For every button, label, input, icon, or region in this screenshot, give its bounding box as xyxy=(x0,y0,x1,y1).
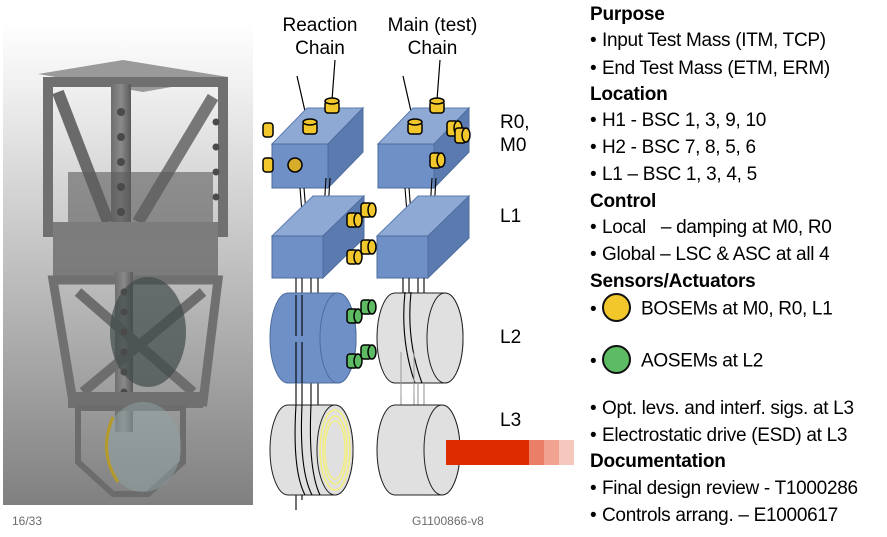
bullet-item: •Electrostatic drive (ESD) at L3 xyxy=(590,425,848,446)
bosem-icon xyxy=(346,212,363,228)
stage-label-m0: M0 xyxy=(500,135,527,156)
heading-control: Control xyxy=(590,191,657,212)
bosem-icon xyxy=(302,118,318,135)
bosem-icon xyxy=(360,239,377,255)
page-number: 16/33 xyxy=(12,514,43,528)
stage-label-r0: R0, xyxy=(500,112,530,133)
bullet-item: •End Test Mass (ETM, ERM) xyxy=(590,58,830,79)
bullet-item: •Controls arrang. – E1000617 xyxy=(590,505,838,526)
bullet-text: Electrostatic drive (ESD) at L3 xyxy=(602,425,848,446)
bullet-item: •L1 – BSC 1, 3, 4, 5 xyxy=(590,164,757,185)
heading-purpose: Purpose xyxy=(590,4,665,25)
bosem-icon xyxy=(429,152,446,169)
bosem-icon xyxy=(407,118,423,135)
laser-beam xyxy=(446,440,574,465)
bullet-item: •Input Test Mass (ITM, TCP) xyxy=(590,30,826,51)
bosem-icon xyxy=(454,127,471,144)
bullet-text: Local – damping at M0, R0 xyxy=(602,217,832,238)
wire xyxy=(331,59,336,101)
main-chain-label-line1: Main (test) xyxy=(387,15,478,36)
aosem-icon xyxy=(360,344,377,360)
stage-label-r0-m0: R0, M0 xyxy=(500,111,530,157)
legend-aosem: •AOSEMs at L2 xyxy=(590,345,764,374)
l2-main-mass xyxy=(376,291,464,395)
document-id: G1100866-v8 xyxy=(412,514,484,528)
bullet-text: Input Test Mass (ITM, TCP) xyxy=(602,30,826,51)
heading-sensors-actuators: Sensors/Actuators xyxy=(590,271,756,292)
legend-bosem: •BOSEMs at M0, R0, L1 xyxy=(590,293,833,322)
bosem-legend-icon xyxy=(602,293,631,322)
bullet-text: L1 – BSC 1, 3, 4, 5 xyxy=(602,164,757,185)
bullet-text: Final design review - T1000286 xyxy=(602,478,858,499)
bullet-item: •Local – damping at M0, R0 xyxy=(590,217,832,238)
l1-main-mass xyxy=(375,194,471,280)
suspension-photo xyxy=(3,22,253,505)
aosem-icon xyxy=(346,308,363,324)
stage-label-l3: L3 xyxy=(500,410,522,431)
heading-documentation: Documentation xyxy=(590,451,726,472)
bullet-text: Global – LSC & ASC at all 4 xyxy=(602,244,830,265)
bullet-item: •H1 - BSC 1, 3, 9, 10 xyxy=(590,110,767,131)
bullet-item: •Final design review - T1000286 xyxy=(590,478,858,499)
bullet-item: •H2 - BSC 7, 8, 5, 6 xyxy=(590,137,756,158)
bosem-icon xyxy=(360,202,377,218)
main-chain-label: Main (test) Chain xyxy=(375,14,490,60)
bosem-icon xyxy=(324,97,340,114)
bosem-icon xyxy=(346,249,363,265)
wire xyxy=(436,59,441,101)
bullet-text: H1 - BSC 1, 3, 9, 10 xyxy=(602,110,767,131)
bullet-item: •Opt. levs. and interf. sigs. at L3 xyxy=(590,398,854,419)
bosem-icon xyxy=(262,122,274,138)
bullet-text: BOSEMs at M0, R0, L1 xyxy=(641,298,833,320)
bullet-item: •Global – LSC & ASC at all 4 xyxy=(590,244,830,265)
bullet-text: AOSEMs at L2 xyxy=(641,350,764,372)
bullet-text: H2 - BSC 7, 8, 5, 6 xyxy=(602,137,756,158)
l3-main-mass xyxy=(376,404,461,496)
aosem-icon xyxy=(360,299,377,315)
reaction-chain-label-line1: Reaction xyxy=(282,15,358,36)
suspension-chain-diagram: Reaction Chain Main (test) Chain R0, M0 … xyxy=(250,0,590,510)
bullet-text: Controls arrang. – E1000617 xyxy=(602,505,838,526)
l1-reaction-mass xyxy=(270,194,366,280)
bosem-icon xyxy=(262,157,274,173)
main-chain-label-line2: Chain xyxy=(407,38,458,59)
m0-mass xyxy=(376,106,471,190)
reaction-chain-label: Reaction Chain xyxy=(270,14,370,60)
l2-reaction-mass xyxy=(269,292,357,384)
reaction-chain-label-line2: Chain xyxy=(295,38,345,59)
stage-label-l2: L2 xyxy=(500,327,522,348)
aosem-legend-icon xyxy=(602,345,631,374)
l3-reaction-mass xyxy=(269,404,354,496)
heading-location: Location xyxy=(590,84,668,105)
bullet-text: Opt. levs. and interf. sigs. at L3 xyxy=(602,398,854,419)
r0-mass xyxy=(270,106,365,190)
aosem-icon xyxy=(346,353,363,369)
bosem-icon xyxy=(429,97,445,114)
bullet-text: End Test Mass (ETM, ERM) xyxy=(602,58,830,79)
stage-label-l1: L1 xyxy=(500,206,522,227)
